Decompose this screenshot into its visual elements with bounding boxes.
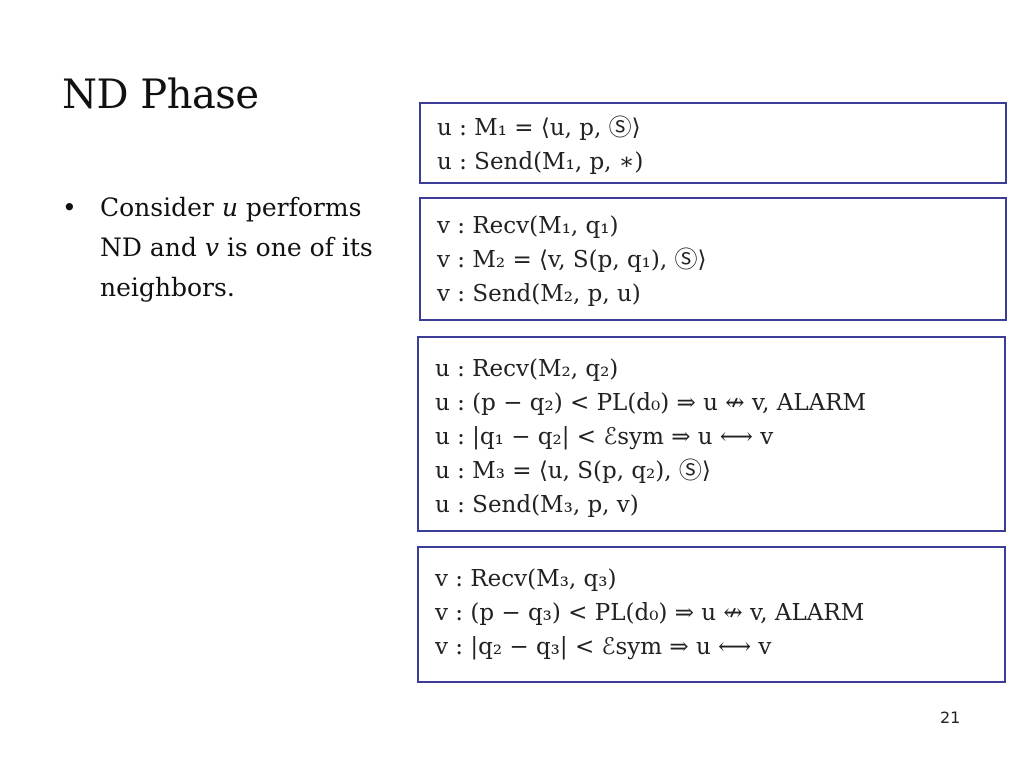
formula-line: u : Send(M₁, p, ∗) bbox=[437, 149, 644, 175]
formula-line: u : M₃ = ⟨u, S(p, q₂), Ⓢ⟩ bbox=[435, 458, 711, 484]
formula-line: v : (p − q₃) < PL(d₀) ⇒ u ↮ v, ALARM bbox=[435, 600, 865, 626]
protocol-step-box-2: v : Recv(M₁, q₁) v : M₂ = ⟨v, S(p, q₁), … bbox=[419, 197, 1007, 321]
bullet-text-middle: performs ND and bbox=[100, 193, 362, 262]
formula-line: u : (p − q₂) < PL(d₀) ⇒ u ↮ v, ALARM bbox=[435, 390, 867, 416]
formula-line: v : Recv(M₁, q₁) bbox=[437, 213, 619, 239]
formula-line: u : M₁ = ⟨u, p, Ⓢ⟩ bbox=[437, 115, 641, 141]
bullet-dot-icon: • bbox=[62, 193, 77, 222]
page-number: 21 bbox=[940, 708, 961, 727]
slide-title: ND Phase bbox=[62, 72, 259, 118]
protocol-step-box-3: u : Recv(M₂, q₂) u : (p − q₂) < PL(d₀) ⇒… bbox=[417, 336, 1006, 532]
formula-line: v : Recv(M₃, q₃) bbox=[435, 566, 617, 592]
formula-line: u : |q₁ − q₂| < ℰsym ⇒ u ⟷ v bbox=[435, 424, 774, 450]
formula-line: u : Recv(M₂, q₂) bbox=[435, 356, 619, 382]
protocol-step-box-1: u : M₁ = ⟨u, p, Ⓢ⟩ u : Send(M₁, p, ∗) bbox=[419, 102, 1007, 184]
formula-line: v : |q₂ − q₃| < ℰsym ⇒ u ⟷ v bbox=[435, 634, 772, 660]
bullet-item: • Consider u performs ND and v is one of… bbox=[62, 188, 382, 308]
formula-line: v : Send(M₂, p, u) bbox=[437, 281, 641, 307]
bullet-var-u: u bbox=[221, 193, 238, 222]
bullet-var-v: v bbox=[204, 233, 219, 262]
formula-line: v : M₂ = ⟨v, S(p, q₁), Ⓢ⟩ bbox=[437, 247, 707, 273]
bullet-text-prefix: Consider bbox=[100, 193, 222, 222]
bullet-text-suffix: is one of its neighbors. bbox=[100, 233, 373, 302]
formula-line: u : Send(M₃, p, v) bbox=[435, 492, 639, 518]
protocol-step-box-4: v : Recv(M₃, q₃) v : (p − q₃) < PL(d₀) ⇒… bbox=[417, 546, 1006, 683]
bullet-list: • Consider u performs ND and v is one of… bbox=[62, 188, 382, 308]
